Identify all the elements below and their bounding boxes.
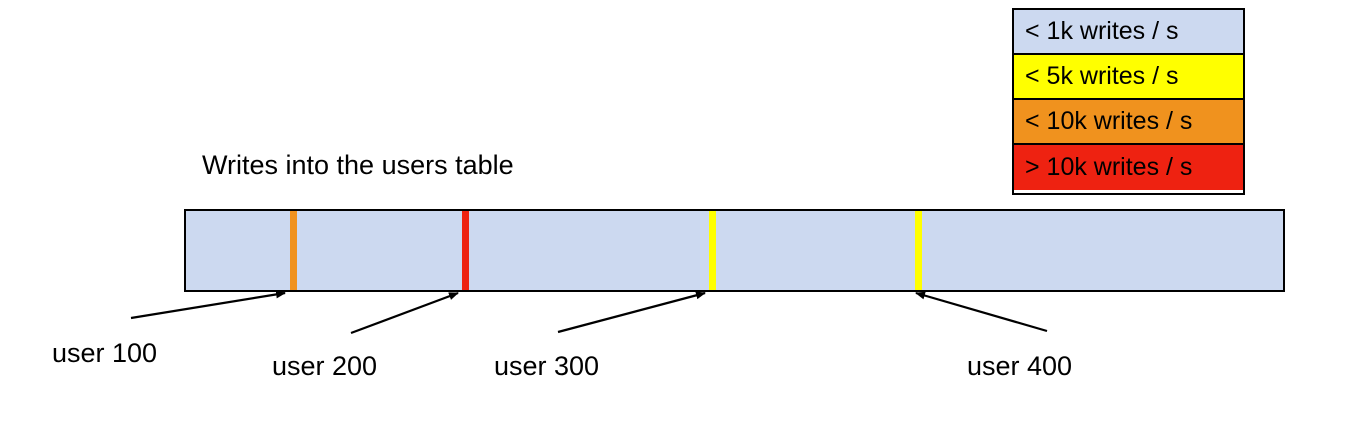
legend: < 1k writes / s < 5k writes / s < 10k wr… (1012, 8, 1245, 195)
annotation-label-user-300: user 300 (494, 351, 600, 381)
legend-label-under-10k: < 10k writes / s (1025, 107, 1193, 135)
arrow-user-400 (915, 291, 1048, 333)
arrow-user-300 (557, 291, 706, 334)
annotation-label-user-200: user 200 (272, 351, 378, 381)
marker-user-400 (915, 211, 922, 290)
marker-user-300 (709, 211, 716, 290)
arrow-user-100 (130, 290, 286, 320)
legend-row-over-10k: > 10k writes / s (1014, 145, 1243, 190)
annotation-label-user-400: user 400 (967, 351, 1073, 381)
legend-label-under-1k: < 1k writes / s (1025, 17, 1179, 45)
legend-row-under-5k: < 5k writes / s (1014, 55, 1243, 100)
legend-row-under-10k: < 10k writes / s (1014, 100, 1243, 145)
chart-title: Writes into the users table (202, 150, 514, 180)
marker-user-100 (290, 211, 297, 290)
legend-row-under-1k: < 1k writes / s (1014, 10, 1243, 55)
marker-user-200 (462, 211, 469, 290)
legend-label-under-5k: < 5k writes / s (1025, 62, 1179, 90)
annotation-label-user-100: user 100 (52, 338, 158, 368)
arrow-user-200 (350, 291, 459, 335)
legend-label-over-10k: > 10k writes / s (1025, 153, 1193, 181)
users-table-bar (184, 209, 1285, 292)
